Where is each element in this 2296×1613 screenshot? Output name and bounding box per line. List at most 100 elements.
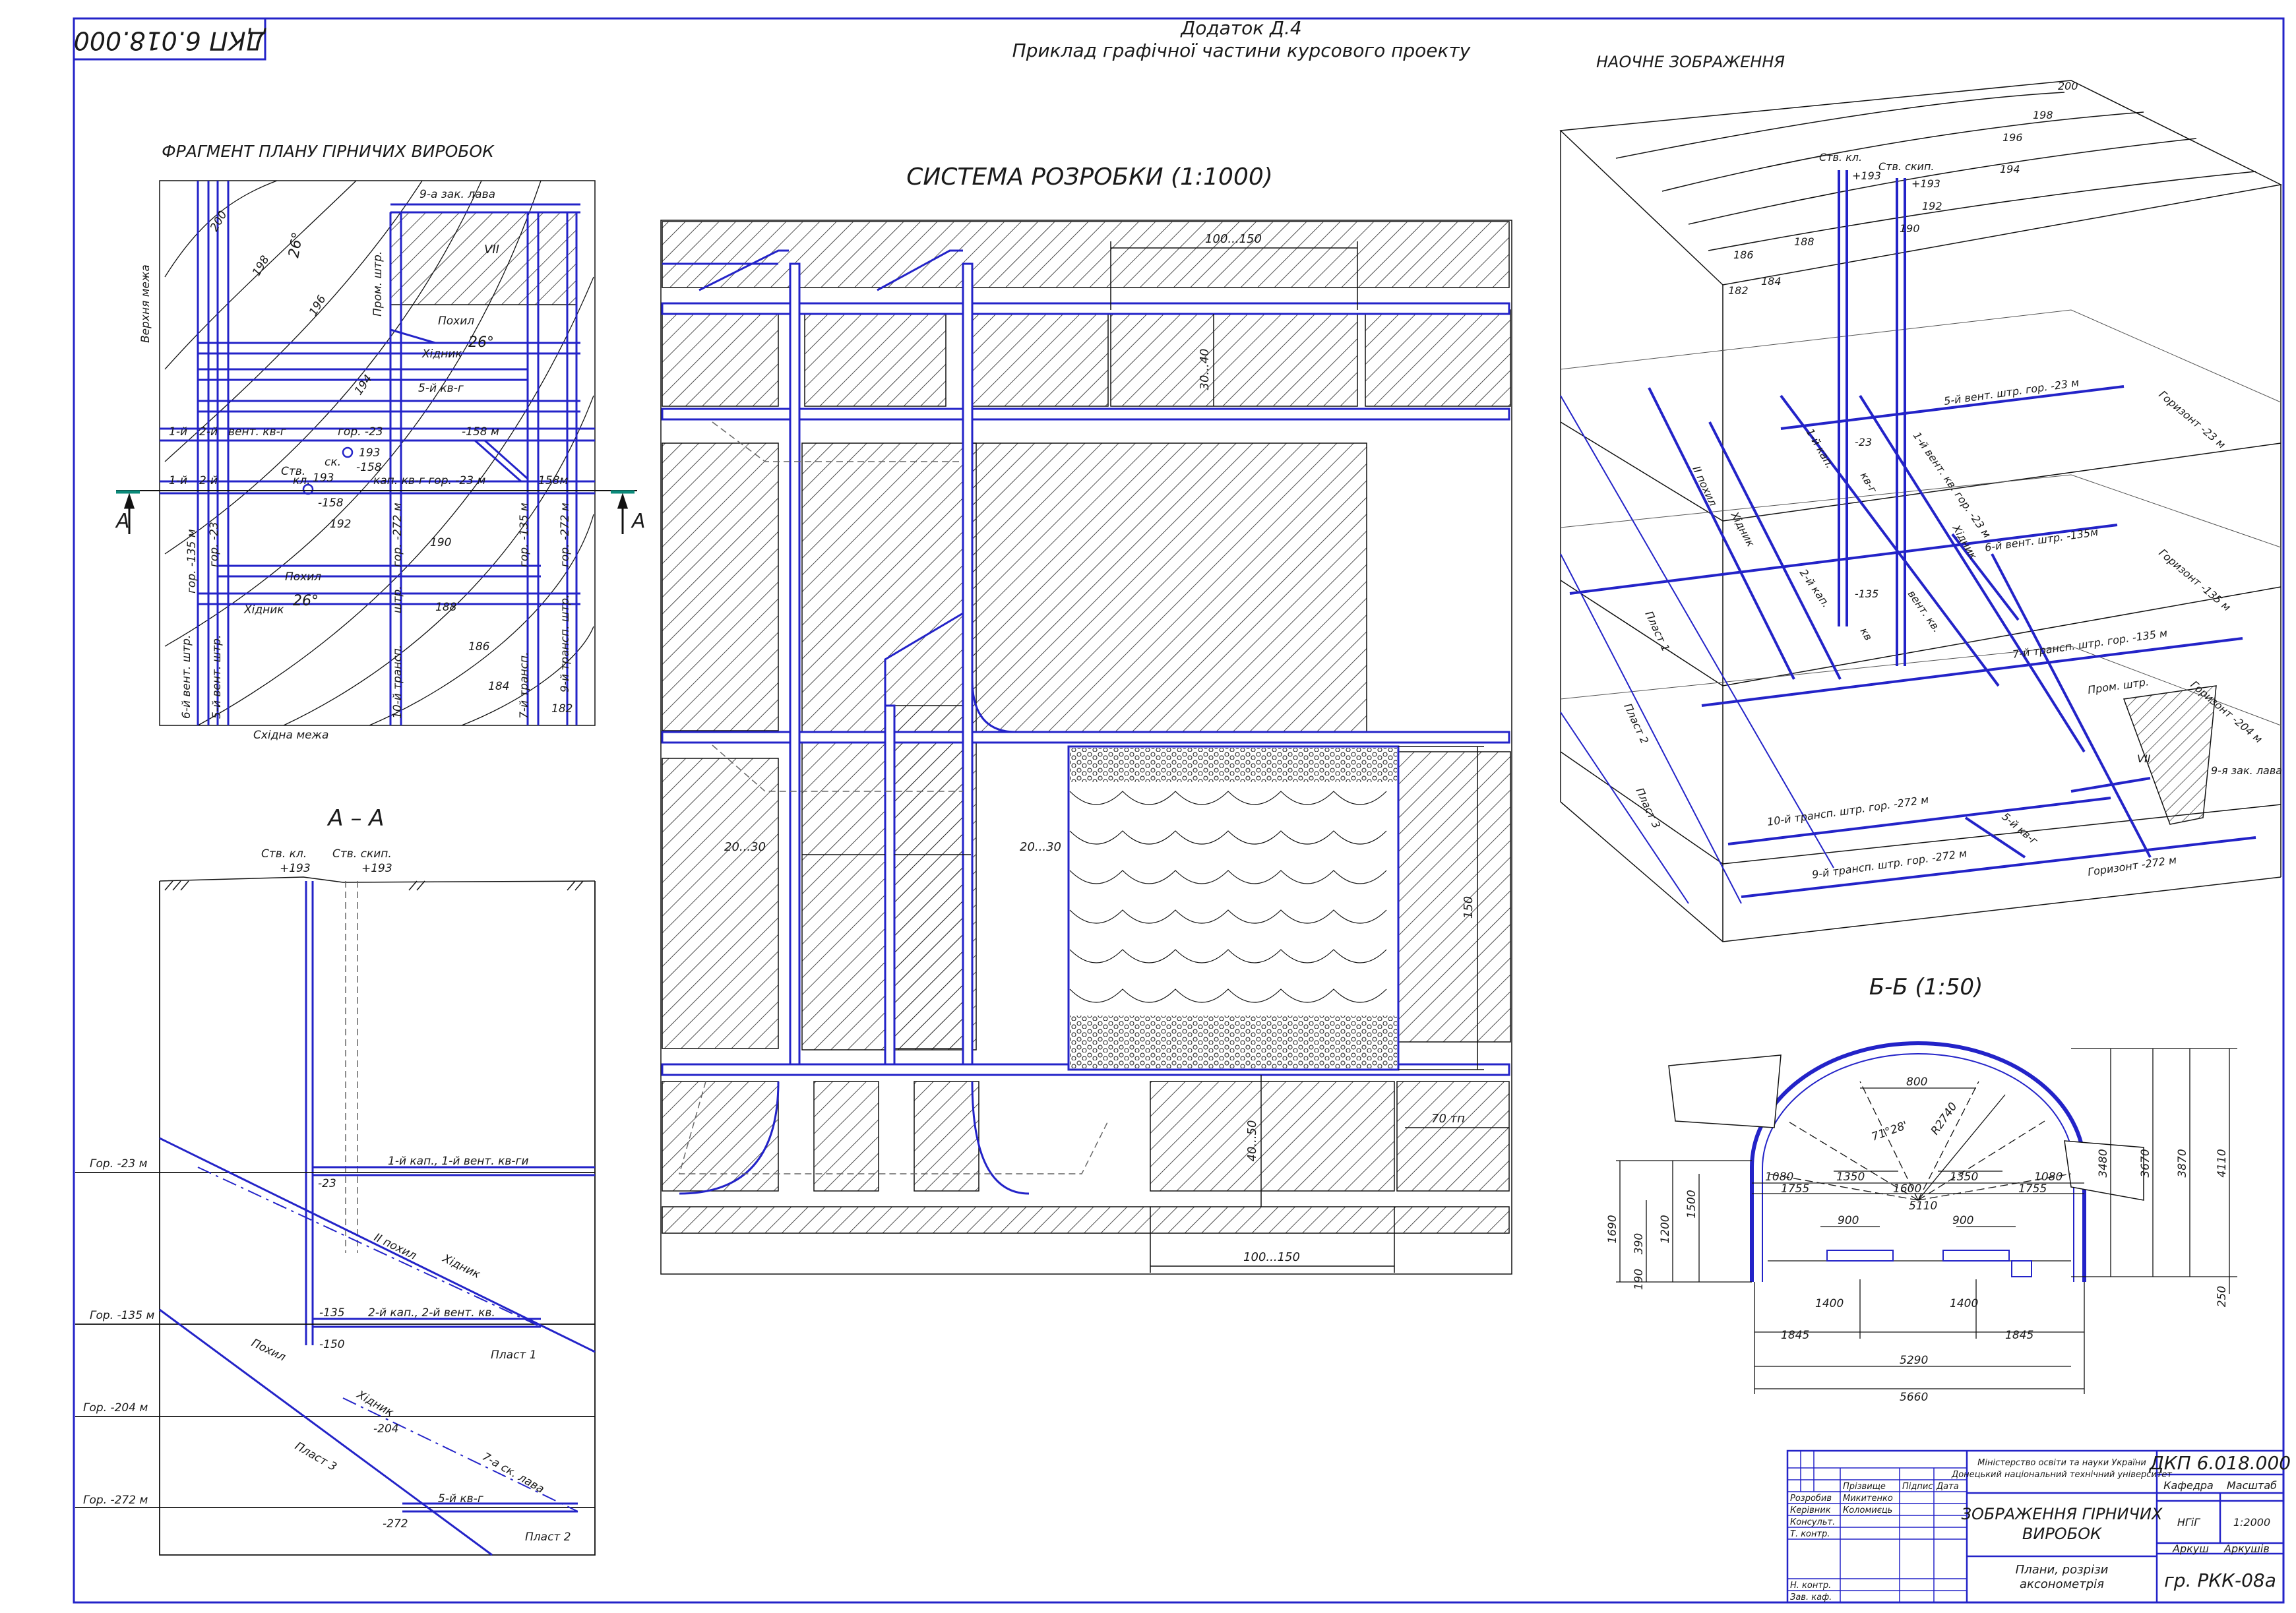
aa-kv5: 5-й кв-г (438, 1492, 483, 1506)
tb-r-tkontr: Т. контр. (1790, 1529, 1830, 1539)
plan-c194: 194 (352, 373, 375, 398)
plan-roman-7: VII (484, 243, 499, 257)
plan-khidnyk-top: Хідник (421, 348, 462, 361)
aa-kap2: 2-й кап., 2-й вент. кв. (368, 1306, 495, 1320)
axo-roman7: VII (2137, 752, 2151, 765)
bb-v1500: 1500 (1685, 1190, 1698, 1218)
axo-stv-kl: Ств. кл. (1819, 151, 1862, 164)
axo-khidnyk: Хідник (1728, 509, 1757, 549)
axo-p193b: +193 (1911, 177, 1940, 190)
bb-d1755b: 1755 (2018, 1182, 2047, 1196)
plan-hor-23: гор. -23 (338, 425, 383, 439)
plan-c190: 190 (430, 536, 451, 549)
axo-vent6: 6-й вент. штр. -135м (1984, 526, 2099, 554)
system-d7: 40...50 (1245, 1120, 1259, 1162)
stamp-box (73, 17, 266, 61)
bb-ang: 71°28' (1870, 1119, 1909, 1144)
sheet-subtitle: Приклад графічної частини курсового прое… (1012, 40, 1471, 61)
tb-group: гр. РКК-08а (2164, 1569, 2276, 1591)
tb-work-title-1: ЗОБРАЖЕННЯ ГІРНИЧИХ (1962, 1505, 2163, 1523)
tb-sub1: Плани, розрізи (2016, 1563, 2109, 1577)
axo-c188: 188 (1794, 235, 1815, 248)
plan-east-boundary: Східна межа (253, 729, 328, 742)
axo-plast1: Пласт 1 (1642, 609, 1672, 654)
bb-d5290: 5290 (1900, 1354, 1928, 1367)
system-d8: 100...150 (1243, 1250, 1300, 1264)
plan-hor272: гор. -272 м (391, 502, 404, 567)
bb-d900a: 900 (1838, 1214, 1859, 1227)
bb-d1080b: 1080 (2034, 1171, 2063, 1184)
tb-r-kerivn: Керівник (1790, 1506, 1831, 1515)
tb-n1: Микитенко (1843, 1494, 1893, 1504)
plan-khidnyk-bottom: Хідник (243, 603, 284, 617)
plan-hor272b: гор. -272 м (559, 502, 572, 567)
stamp-code: ДКП 6.018.000 (74, 26, 267, 55)
bb-d800: 800 (1906, 1076, 1927, 1089)
axo-c200: 200 (2058, 80, 2078, 92)
bb-d5110: 5110 (1909, 1200, 1937, 1213)
plan-m158c: -158 (318, 497, 344, 510)
bb-d1845b: 1845 (2005, 1329, 2033, 1342)
plan-title: ФРАГМЕНТ ПЛАНУ ГІРНИЧИХ ВИРОБОК (162, 142, 495, 161)
bb-d1755a: 1755 (1781, 1182, 1809, 1196)
plan-kl: кл. (293, 474, 311, 487)
aa-v23: -23 (318, 1177, 336, 1190)
bb-v3670: 3670 (2139, 1149, 2152, 1177)
axo-v135: -135 (1855, 588, 1878, 600)
bb-v190: 190 (1632, 1269, 1646, 1290)
bb-d1845a: 1845 (1781, 1329, 1809, 1342)
aa-p193b: +193 (361, 862, 392, 875)
aa-v272: -272 (383, 1517, 408, 1531)
axo-kv2: кв-г (1858, 470, 1880, 496)
axo-plast2: Пласт 2 (1621, 702, 1651, 746)
plan-section-A-right: А (631, 510, 646, 533)
title-block: Прізвище Підпис Дата Розробив Микитенко … (1786, 1449, 2291, 1604)
plan-m158: -158 м (462, 425, 499, 439)
section-bb: Б-Б (1:50) (1606, 974, 2237, 1404)
aa-stv-kl: Ств. кл. (261, 847, 307, 861)
aa-plast3: Пласт 3 (293, 1440, 339, 1474)
plan-angle-bottom: 26° (293, 593, 319, 609)
plan-hor135m: гор. -135 м (185, 529, 199, 593)
axo-c198: 198 (2033, 109, 2053, 121)
section-aa-title: А – А (326, 805, 384, 832)
system-d1: 100...150 (1205, 232, 1262, 246)
bb-v3870: 3870 (2176, 1149, 2189, 1177)
aa-khidnyk: Хідник (440, 1252, 483, 1281)
bb-v1200: 1200 (1659, 1215, 1672, 1243)
axo-transp7: 7-й трансп. штр. гор. -135 м (2012, 626, 2168, 661)
aa-stv-skip: Ств. скип. (332, 847, 392, 861)
plan-vent-1: 1-й (169, 425, 187, 439)
tb-university: Донецький національний технічний універс… (1951, 1470, 2172, 1480)
plan-shtr: штр. (391, 586, 404, 613)
system-d5: 150 (1462, 896, 1475, 919)
plan-sk: ск. (325, 456, 341, 469)
tb-kaf-val: НГіГ (2177, 1516, 2200, 1529)
plan-c182: 182 (551, 702, 573, 715)
plan-kv5: 5-й кв-г (418, 382, 464, 395)
plan-transp9: 9-й трансп. штр. (559, 594, 572, 692)
tb-r-zavkaf: Зав. каф. (1790, 1593, 1832, 1602)
aa-gor23: Гор. -23 м (90, 1157, 148, 1171)
tb-ministry: Міністерство освіти та науки України (1977, 1458, 2146, 1468)
section-aa: А – А Ств. кл. Ств. скип. +193 +193 (75, 805, 596, 1556)
bb-d1600: 1600 (1893, 1182, 1921, 1196)
axo-vent2: вент. кв. (1906, 588, 1944, 634)
outer-frame (73, 17, 2285, 1604)
bb-d1400b: 1400 (1950, 1297, 1978, 1310)
aa-gor272: Гор. -272 м (83, 1494, 148, 1507)
system-d6: 70 тп (1431, 1112, 1465, 1126)
bb-v1690: 1690 (1606, 1215, 1619, 1243)
plan-pokhyl-top: Похил (438, 315, 474, 328)
plan-section-A-left: А (115, 510, 130, 533)
tb-masshtab: Масштаб (2227, 1479, 2277, 1492)
plan-vent6: 6-й вент. штр. (180, 635, 193, 719)
axo-p193a: +193 (1852, 169, 1881, 182)
tb-kafedra: Кафедра (2163, 1479, 2214, 1492)
plan-upper-boundary: Верхня межа (139, 264, 152, 343)
axo-zak: 9-я зак. лава (2211, 764, 2282, 777)
axonometric-view: НАОЧНЕ ЗОБРАЖЕННЯ (1559, 53, 2283, 942)
axo-c196: 196 (2002, 131, 2023, 144)
axo-c192: 192 (1922, 200, 1942, 212)
